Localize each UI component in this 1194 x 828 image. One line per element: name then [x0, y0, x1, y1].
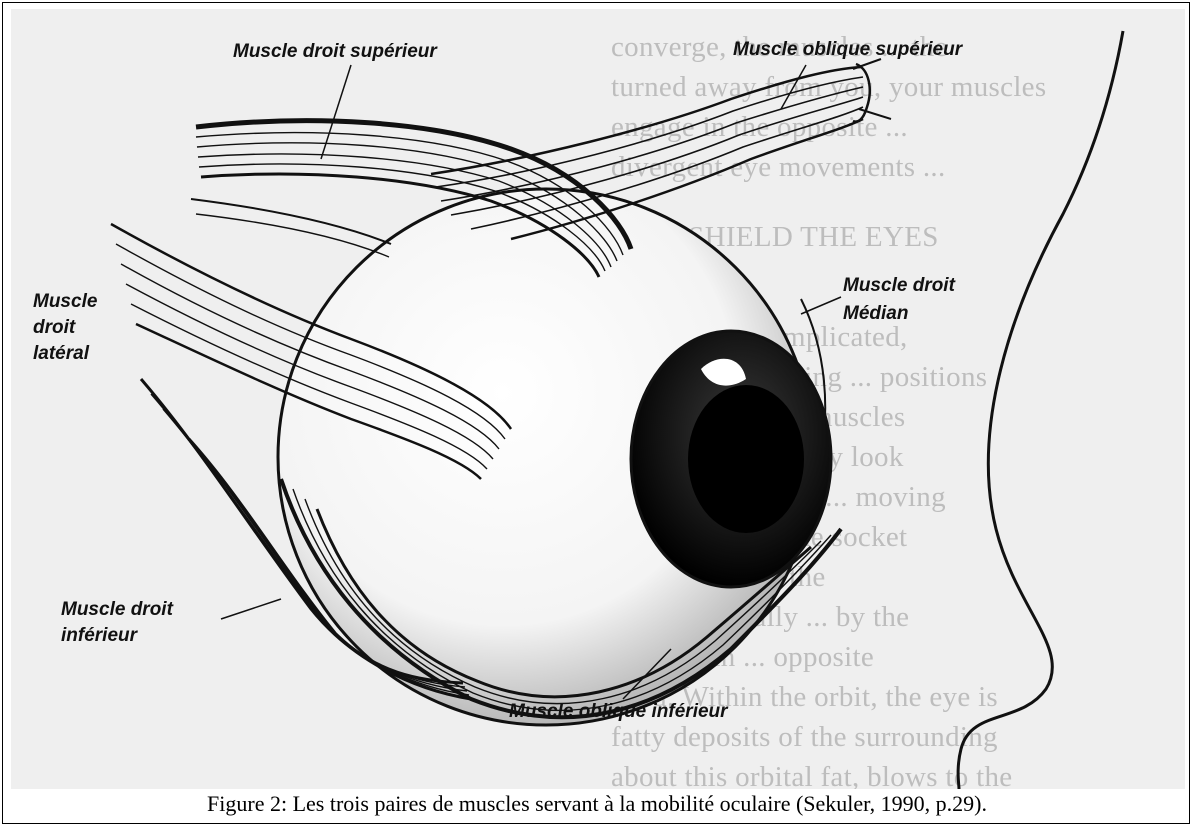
label-droit-superieur: Muscle droit supérieur [233, 39, 437, 64]
label-droit-lateral-line2: droit [33, 315, 75, 340]
iris [631, 331, 831, 587]
label-droit-inferieur-line2: inférieur [61, 623, 137, 648]
label-droit-lateral-line3: latéral [33, 341, 89, 366]
label-droit-median-line2: Médian [843, 301, 908, 326]
label-oblique-superieur: Muscle oblique supérieur [733, 37, 962, 62]
eye-muscles-drawing [11, 9, 1185, 789]
label-droit-inferieur-line1: Muscle droit [61, 597, 173, 622]
figure-illustration-area: converge, the muscles ... the turned awa… [11, 9, 1185, 789]
label-droit-lateral-line1: Muscle [33, 289, 97, 314]
face-profile-outline [958, 31, 1123, 789]
label-droit-median-line1: Muscle droit [843, 273, 955, 298]
figure-caption: Figure 2: Les trois paires de muscles se… [3, 791, 1191, 817]
label-oblique-inferieur: Muscle oblique inférieur [509, 699, 728, 724]
